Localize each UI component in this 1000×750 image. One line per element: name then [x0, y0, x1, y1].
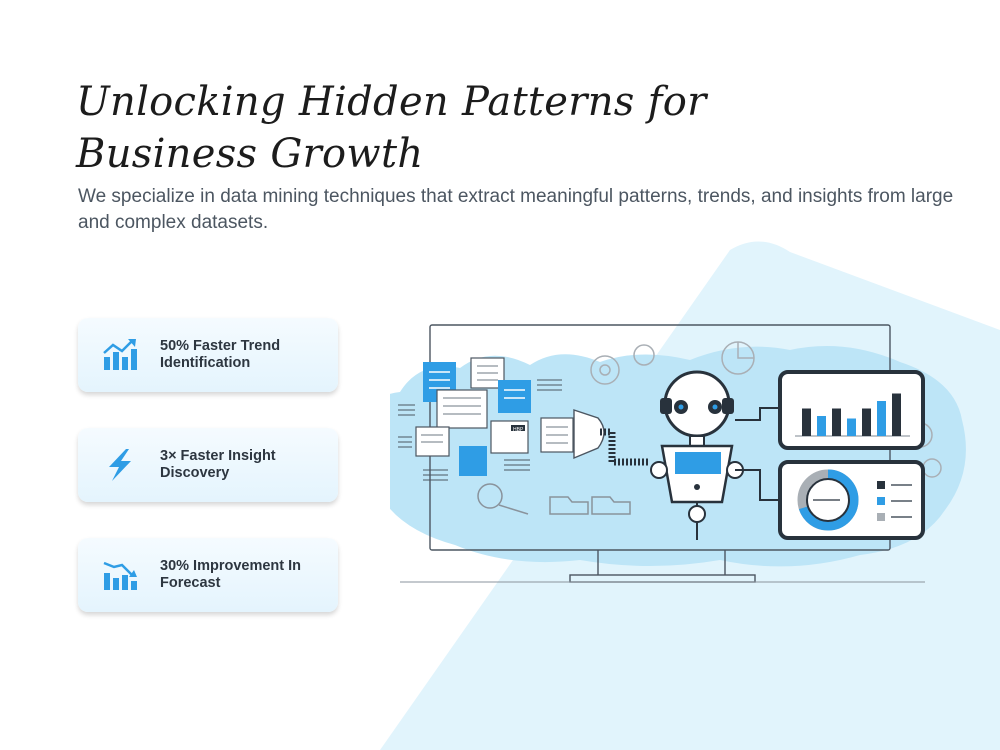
- page-subtitle: We specialize in data mining techniques …: [78, 186, 954, 233]
- bar-chart-bar: [832, 408, 841, 436]
- bar-chart-bar: [847, 418, 856, 436]
- bar-chart-panel: [778, 370, 925, 450]
- forecast-bar-chart-icon: [103, 561, 137, 590]
- pie-outline-icon: [721, 341, 755, 375]
- robot-icon: [650, 370, 744, 540]
- stat-card-insight: 3× Faster Insight Discovery: [78, 428, 338, 502]
- page-title-line-2: Business Growth: [76, 131, 424, 177]
- data-mining-illustration: HBP: [390, 324, 966, 583]
- page-title-line-1: Unlocking Hidden Patterns for: [76, 79, 707, 125]
- stat-card-label: 3× Faster Insight Discovery: [160, 448, 276, 481]
- donut-chart-panel: [778, 460, 925, 540]
- data-grid-lines: [398, 379, 562, 481]
- bar-chart-bars: [802, 393, 901, 436]
- lightning-icon: [109, 449, 131, 481]
- document-label: HBP: [513, 427, 524, 433]
- bar-chart-bar: [862, 408, 871, 436]
- stat-card-label: 30% Improvement In Forecast: [160, 558, 302, 591]
- bar-chart-bar: [802, 408, 811, 436]
- folder-icon: [549, 496, 631, 515]
- bar-chart-bar: [817, 416, 826, 436]
- donut-arc: [797, 469, 859, 531]
- bar-chart-bar: [892, 393, 901, 436]
- stat-card-forecast: 30% Improvement In Forecast: [78, 538, 338, 612]
- document-icon: [415, 357, 574, 476]
- magnifier-icon: [477, 483, 529, 515]
- page-title: Unlocking Hidden Patterns for Business G…: [76, 76, 707, 180]
- stat-card-trend: 50% Faster Trend Identification: [78, 318, 338, 392]
- bar-chart-bar: [877, 401, 886, 436]
- funnel-icon: [573, 409, 650, 466]
- trend-bar-chart-icon: [103, 339, 137, 370]
- stat-card-label: 50% Faster Trend Identification: [160, 338, 281, 371]
- connector-lines: [735, 407, 780, 501]
